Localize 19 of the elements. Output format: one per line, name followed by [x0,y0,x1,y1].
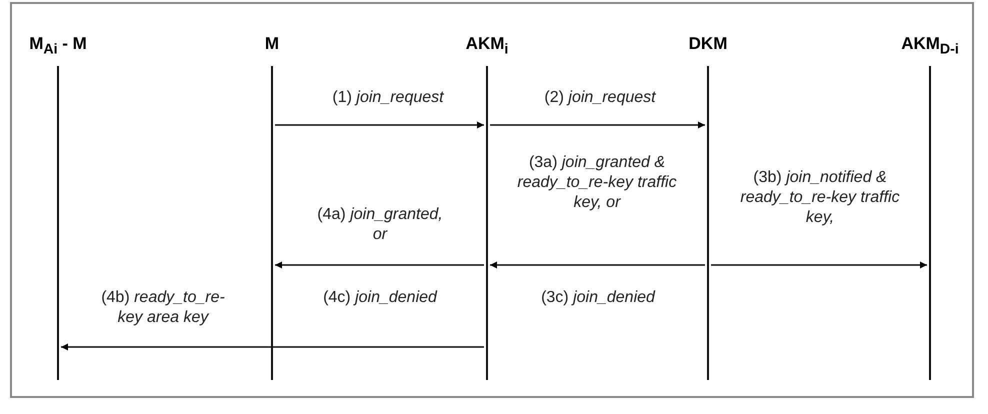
message-label: (4b) ready_to_re-key area key [100,288,226,328]
message-arrow [275,122,484,128]
lifeline-header: AKM$_{D-i}$ [901,34,959,58]
message-arrow [711,262,927,268]
message-label: (4c) join_denied [322,288,438,308]
message-arrow [490,262,705,268]
message-label: (2) join_request [543,88,658,108]
message-label: (3a) join_granted & ready_to_re-key traffic key, or [516,153,678,213]
message-label: (1) join_request [331,88,446,108]
message-label: (3b) join_notified & ready_to_re-key traffic key, [739,168,901,228]
message-arrow [275,262,484,268]
message-arrow [490,122,705,128]
lifeline-header: M [264,34,280,54]
message-label: (4a) join_granted, or [316,205,444,245]
message-label: (3c) join_denied [540,288,656,308]
lifeline-header: M$_{Ai}$ - M [29,34,87,58]
message-arrow [61,344,484,350]
lifeline-header: DKM [688,34,728,54]
lifeline-header: AKM$_{i}$ [466,34,508,58]
